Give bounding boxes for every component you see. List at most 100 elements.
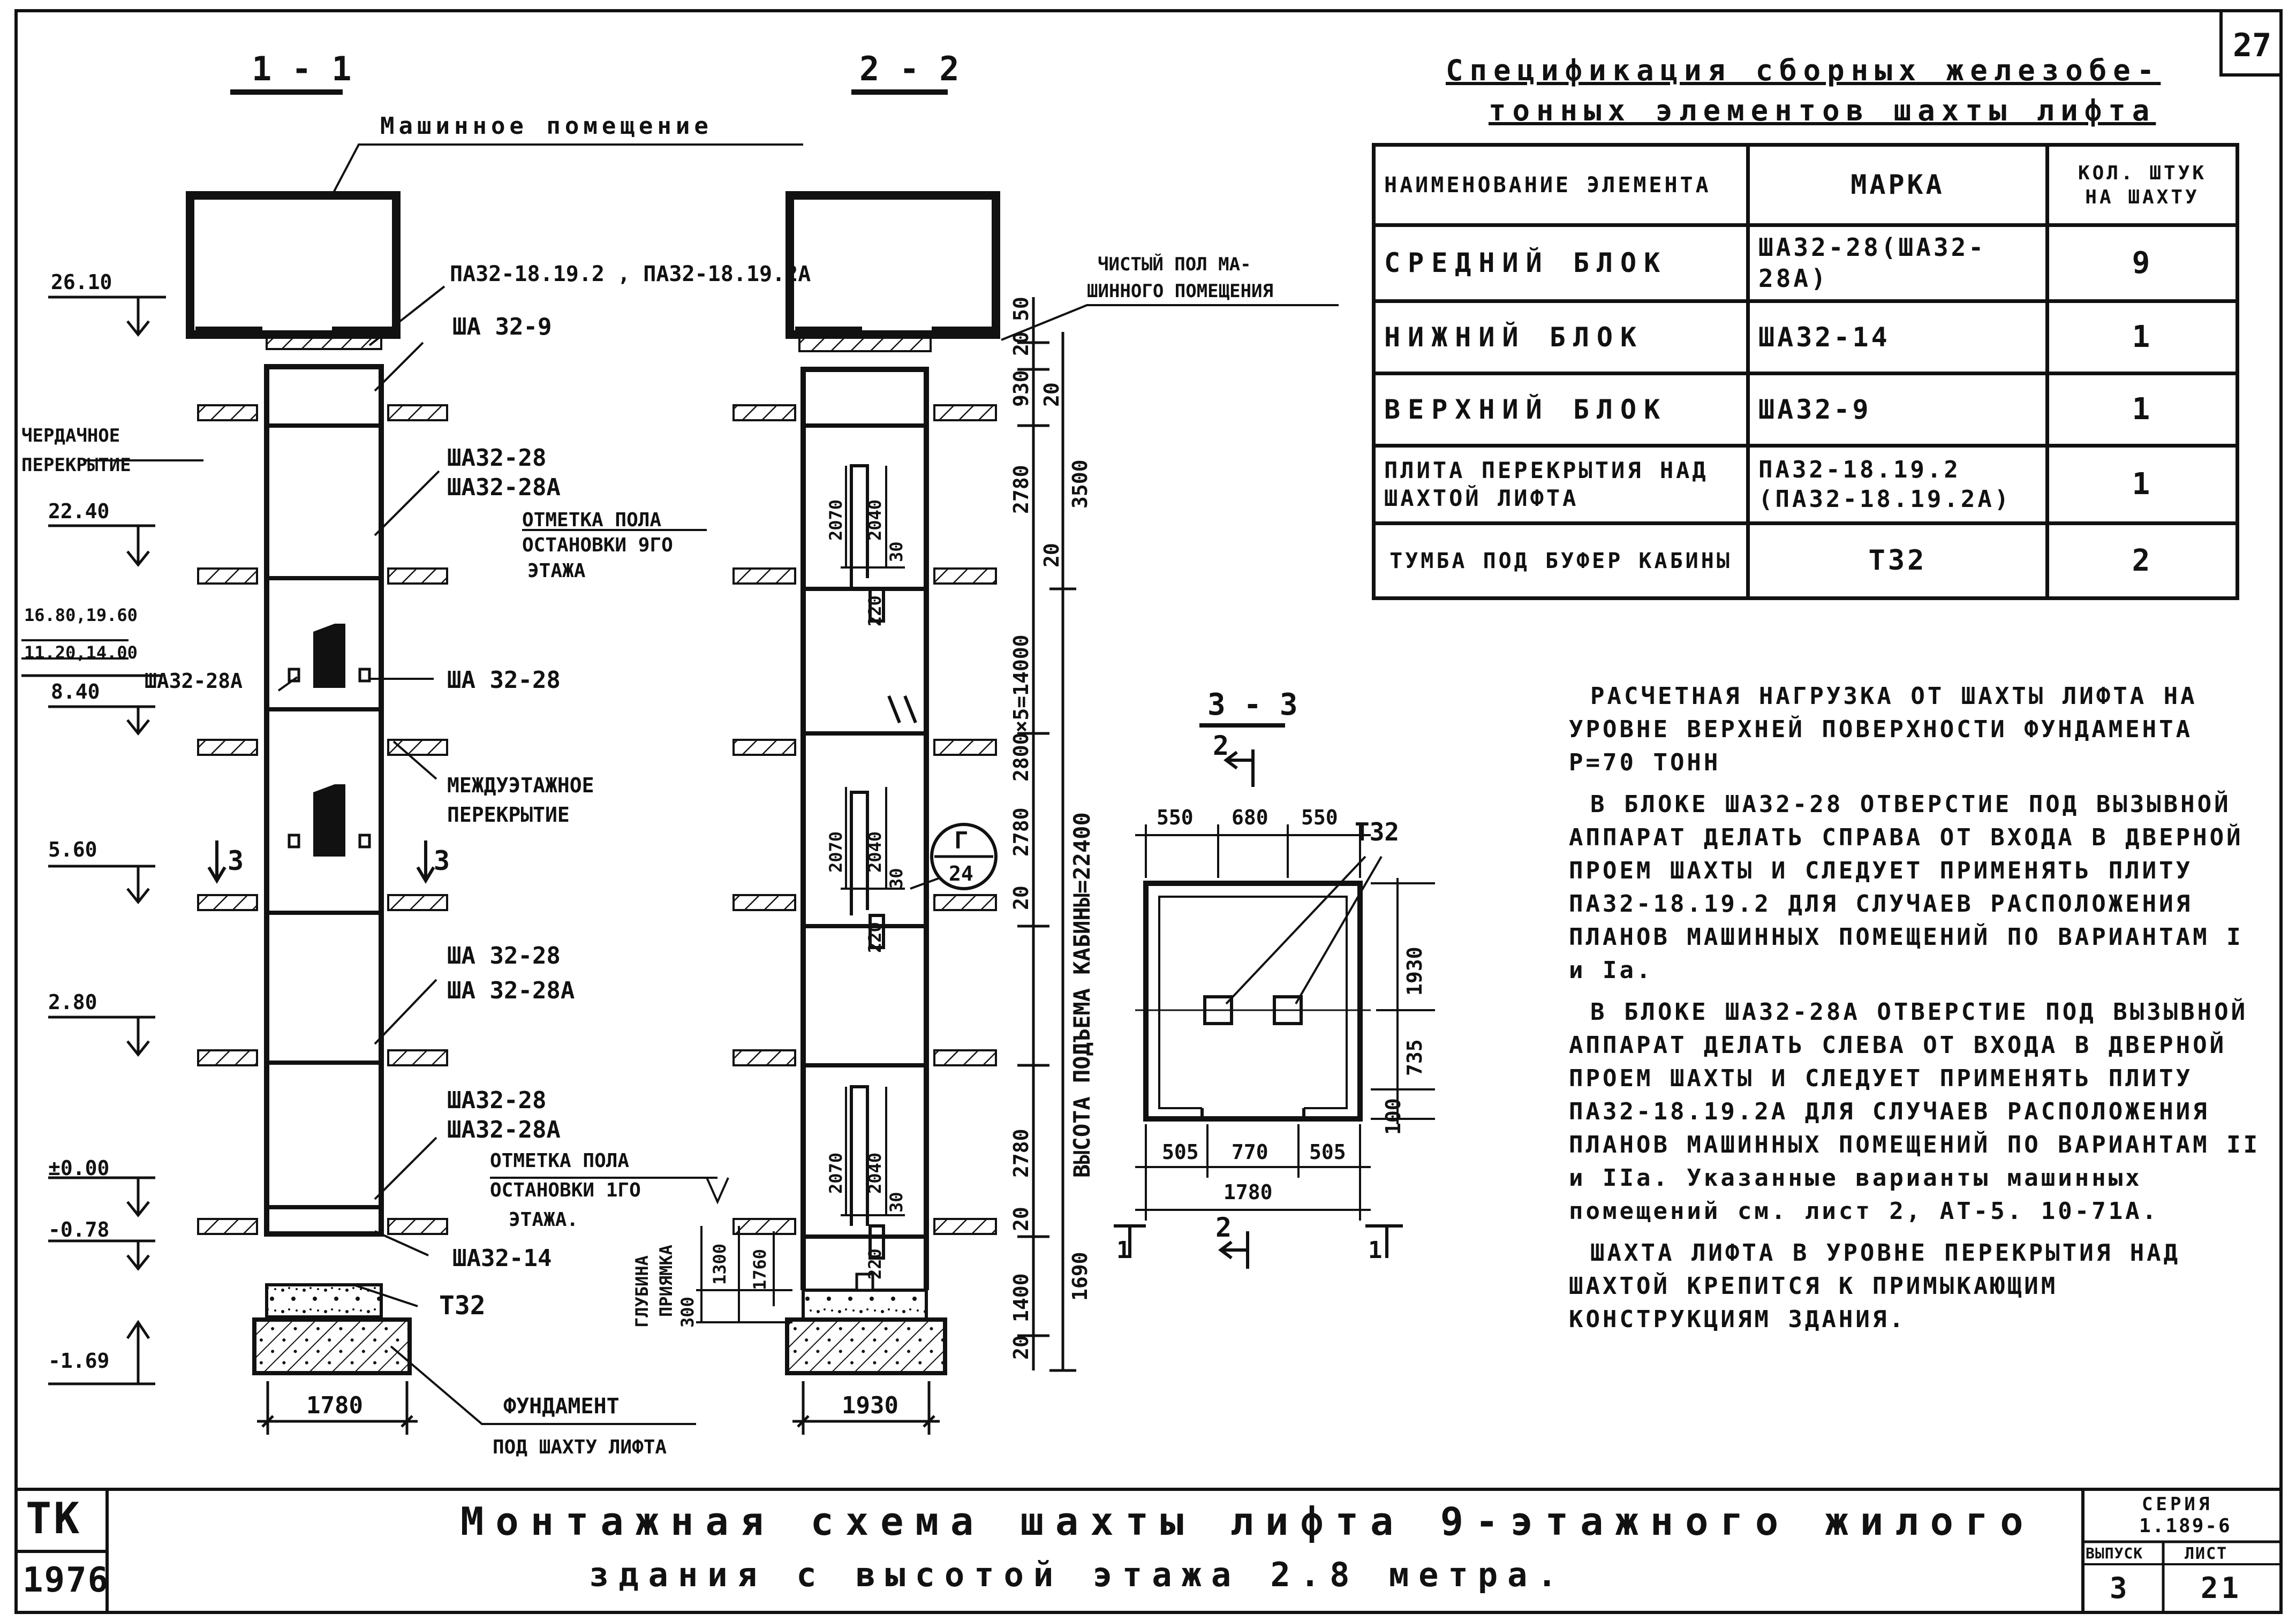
issue-value: 3 (2110, 1571, 2131, 1605)
dim-inner-1760: 1760 (750, 1249, 770, 1290)
dim-s22-2780c: 2780 (1009, 1128, 1033, 1178)
drawing-title-line1: Монтажная схема шахты лифта 9-этажного ж… (460, 1499, 2035, 1544)
spec-header-row: НАИМЕНОВАНИЕ ЭЛЕМЕНТА МАРКА КОЛ. ШТУК НА… (1372, 143, 2239, 227)
dim-inner-300: 300 (677, 1297, 698, 1328)
note-4: ШАХТА ЛИФТА В УРОВНЕ ПЕРЕКРЫТИЯ НАД ШАХТ… (1569, 1239, 2181, 1333)
dim-s33-100: 100 (1381, 1098, 1405, 1135)
foundation-1 (252, 1317, 412, 1375)
spec-title-line2: тонных элементов шахты лифта (1489, 94, 2156, 127)
dim-s33-505a: 505 (1162, 1140, 1199, 1164)
label-floor-mark-1-1: ОТМЕТКА ПОЛА (490, 1150, 629, 1172)
floor-slabs-1 (197, 404, 448, 1235)
dim-inner-30a: 30 (886, 541, 907, 562)
series-label: СЕРИЯ (2142, 1494, 2213, 1515)
label-pit-depth-1: ГЛУБИНА (632, 1255, 652, 1328)
elev-26-10: 26.10 (51, 270, 112, 294)
dim-s33-680: 680 (1232, 806, 1268, 829)
dim-s22-1400: 1400 (1009, 1273, 1033, 1322)
dim-inner-2070a: 2070 (826, 499, 846, 541)
label-t32: Т32 (439, 1291, 486, 1321)
spec-cell-qty: 1 (2045, 444, 2239, 525)
drawing-title-line2: здания с высотой этажа 2.8 метра. (589, 1555, 1567, 1594)
note-2: В БЛОКЕ ША32-28 ОТВЕРСТИЕ ПОД ВЫЗЫВНОЙ А… (1569, 791, 2244, 984)
dim-s22-1690: 1690 (1068, 1252, 1092, 1301)
dim-inner-2070c: 2070 (826, 1153, 846, 1194)
series-value: 1.189-6 (2139, 1515, 2232, 1537)
label-foundation-2: ПОД ШАХТУ ЛИФТА (493, 1436, 667, 1458)
spec-cell-mark: ПА32-18.19.2 (ПА32-18.19.2А) (1746, 444, 2049, 525)
spec-row: ТУМБА ПОД БУФЕР КАБИНЫ Т32 2 (1372, 521, 2239, 600)
label-sha32-14: ША32-14 (452, 1245, 552, 1272)
dim-inner-30c: 30 (886, 1192, 907, 1213)
section-2-2-title: 2 - 2 (859, 49, 960, 88)
label-sha32-9: ША 32-9 (452, 313, 552, 340)
dim-inner-30b: 30 (886, 868, 907, 889)
spec-cell-name: ПЛИТА ПЕРЕКРЫТИЯ НАД ШАХТОЙ ЛИФТА (1372, 444, 1750, 525)
elev-2-80: 2.80 (48, 990, 97, 1014)
dim-s22-50: 50 (1009, 297, 1033, 321)
dim-s22-20b: 20 (1040, 382, 1063, 407)
spec-cell-name: НИЖНИЙ БЛОК (1372, 299, 1750, 375)
issue-label: ВЫПУСК (2086, 1544, 2143, 1562)
sheet-number: 27 (2233, 27, 2271, 64)
callout-sheet: 24 (949, 862, 973, 885)
cut-3-right: 3 (434, 845, 450, 876)
label-pit-depth-2: ПРИЯМКА (656, 1245, 676, 1317)
elev-11-20: 11.20,14.00 (24, 642, 138, 663)
shaft-walls-1 (264, 364, 384, 1237)
label-machine-room: Машинное помещение (380, 112, 713, 140)
spec-cell-mark: ША32-14 (1746, 299, 2049, 375)
dim-s33-505b: 505 (1309, 1140, 1346, 1164)
label-lift-height: ВЫСОТА ПОДЪЕМА КАБИНЫ=22400 (1069, 812, 1095, 1178)
notes-block: РАСЧЕТНАЯ НАГРУЗКА ОТ ШАХТЫ ЛИФТА НА УРО… (1569, 680, 2265, 1345)
dim-s33-1780: 1780 (1223, 1180, 1273, 1204)
elev-5-60: 5.60 (48, 838, 97, 861)
dim-s22-20f: 20 (1009, 1335, 1033, 1360)
detail-callout (930, 823, 998, 890)
elev-16-80: 16.80,19.60 (24, 605, 138, 625)
shaft-plan (1143, 881, 1363, 1122)
spec-cell-mark: Т32 (1746, 521, 2049, 600)
spec-row: ПЛИТА ПЕРЕКРЫТИЯ НАД ШАХТОЙ ЛИФТА ПА32-1… (1372, 444, 2239, 525)
spec-cell-name: ВЕРХНИЙ БЛОК (1372, 372, 1750, 448)
dim-1930: 1930 (842, 1392, 898, 1419)
section-1-1: 1 - 1 (21, 49, 811, 1458)
machine-room-box-1 (186, 191, 401, 339)
spec-cell-qty: 1 (2045, 299, 2239, 375)
spec-row: НИЖНИЙ БЛОК ША32-14 1 (1372, 299, 2239, 375)
label-floor-mark-9-2: ОСТАНОВКИ 9ГО (522, 534, 673, 556)
label-sha32-28-low-1: ША32-28 (447, 1087, 546, 1114)
dim-inner-2040a: 2040 (865, 499, 885, 541)
label-sha32-28a-left: ША32-28А (145, 669, 243, 693)
dim-s22-14000: 2800×5=14000 (1009, 634, 1033, 782)
dim-s22-20a: 20 (1009, 331, 1033, 356)
dim-inner-1300: 1300 (709, 1244, 730, 1285)
note-3: В БЛОКЕ ША32-28А ОТВЕРСТИЕ ПОД ВЫЗЫВНОЙ … (1569, 998, 2261, 1225)
section-3-3-title: 3 - 3 (1207, 687, 1298, 722)
dim-s33-550b: 550 (1301, 806, 1338, 829)
elev-0-00: ±0.00 (48, 1156, 109, 1180)
label-floor-mark-1-3: ЭТАЖА. (509, 1209, 578, 1231)
label-sha32-28-top-2: ША32-28А (447, 474, 561, 501)
spec-row: СРЕДНИЙ БЛОК ША32-28(ША32-28А) 9 (1372, 223, 2239, 303)
dim-inner-220c: 220 (865, 1248, 885, 1279)
cut-2-top: 2 (1213, 730, 1229, 761)
label-sha32-28-low-2: ША32-28А (447, 1116, 561, 1143)
sheet-frame (14, 9, 2283, 1614)
spec-cell-qty: 1 (2045, 372, 2239, 448)
dim-s22-2780b: 2780 (1009, 807, 1033, 857)
elev-8-40: 8.40 (51, 680, 100, 703)
dim-s22-20c: 20 (1040, 543, 1063, 567)
cut-3-left: 3 (228, 845, 244, 876)
note-1: РАСЧЕТНАЯ НАГРУЗКА ОТ ШАХТЫ ЛИФТА НА УРО… (1569, 683, 2197, 776)
dim-inner-2070b: 2070 (826, 831, 846, 873)
label-clean-floor-2: ШИННОГО ПОМЕЩЕНИЯ (1087, 281, 1273, 302)
dim-s22-3500: 3500 (1068, 459, 1092, 509)
dim-s22-20e: 20 (1009, 1207, 1033, 1231)
elev-minus-0-78: -0.78 (48, 1218, 109, 1241)
spec-cell-name: СРЕДНИЙ БЛОК (1372, 223, 1750, 303)
spec-row: ВЕРХНИЙ БЛОК ША32-9 1 (1372, 372, 2239, 448)
callout-letter: Г (954, 827, 969, 854)
dim-1780: 1780 (306, 1392, 363, 1419)
